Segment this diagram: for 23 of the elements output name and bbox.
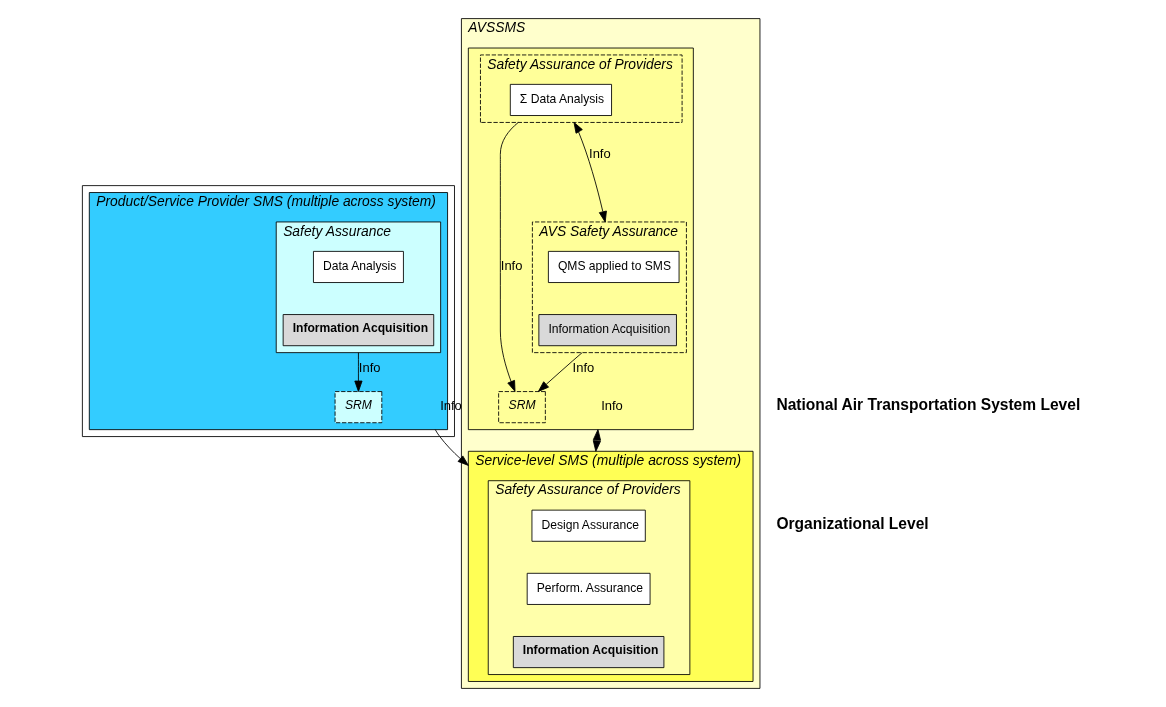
label: National Air Transportation System Level: [776, 396, 1081, 414]
node-box: Information Acquisition: [282, 314, 435, 347]
node-box: Information Acquisition: [538, 314, 677, 347]
node-box: Perform. Assurance: [526, 572, 651, 605]
edge-label: Info: [601, 398, 623, 414]
node-box: Σ Data Analysis: [509, 83, 612, 116]
node-box: QMS applied to SMS: [547, 250, 680, 283]
arrow: [573, 122, 607, 223]
node-box: Information Acquisition: [512, 636, 665, 669]
node-box: Design Assurance: [531, 509, 646, 542]
edge-label: Info: [589, 145, 611, 161]
arrow: [537, 352, 583, 392]
edge-label: Info: [358, 359, 381, 375]
node-box: SRM: [498, 391, 546, 424]
node-box: SRM: [334, 391, 383, 424]
edge-label: Info: [500, 257, 523, 273]
cluster: [467, 47, 694, 431]
arrow: [354, 352, 363, 392]
edge-label: Info: [572, 359, 595, 375]
label: Organizational Level: [776, 514, 929, 532]
arrow: [434, 429, 469, 466]
arrow: [499, 122, 519, 392]
node-box: Data Analysis: [313, 250, 404, 283]
